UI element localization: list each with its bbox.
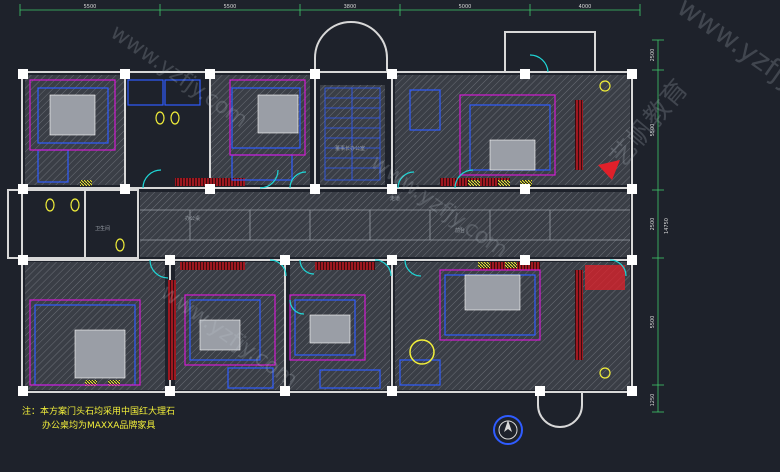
dim-label-5: 4000 bbox=[579, 4, 592, 10]
balcony-bottom-arc bbox=[537, 392, 583, 428]
office-desks bbox=[49, 94, 536, 379]
right-dimension-line bbox=[652, 39, 664, 413]
rdim-1: 2500 bbox=[650, 49, 656, 62]
room-label-reception: 前台 bbox=[455, 227, 465, 234]
rdim-4: 14750 bbox=[664, 218, 670, 234]
north-arrow-icon bbox=[493, 415, 523, 445]
rdim-6: 1250 bbox=[650, 394, 656, 407]
room-label-corridor: 走道 bbox=[390, 195, 400, 202]
room-label-toilet: 卫生间 bbox=[95, 225, 110, 232]
dim-label-3: 3800 bbox=[344, 4, 357, 10]
columns bbox=[18, 69, 637, 396]
top-dimension-line bbox=[19, 4, 641, 16]
magenta-outlines bbox=[29, 79, 556, 386]
dim-label-4: 5000 bbox=[459, 4, 472, 10]
room-label-office: 董事长办公室 bbox=[335, 145, 365, 152]
rdim-3: 2500 bbox=[650, 218, 656, 231]
stairs bbox=[324, 87, 381, 181]
chairs bbox=[45, 80, 611, 386]
design-note-line-1: 注：本方案门头石均采用中国红大理石 bbox=[22, 407, 176, 417]
rdim-2: 5500 bbox=[650, 124, 656, 137]
rdim-5: 5500 bbox=[650, 316, 656, 329]
dim-label-1: 5500 bbox=[84, 4, 97, 10]
walls bbox=[7, 31, 633, 393]
room-label-desk: 办公桌 bbox=[185, 215, 200, 222]
balcony-top-arc bbox=[314, 21, 388, 72]
design-note-line-2: 办公桌均为MAXXA品牌家具 bbox=[42, 421, 156, 431]
dim-label-2: 5500 bbox=[224, 4, 237, 10]
design-note: 注：本方案门头石均采用中国红大理石 办公桌均为MAXXA品牌家具 bbox=[22, 405, 175, 433]
corridor-panels bbox=[140, 209, 630, 241]
